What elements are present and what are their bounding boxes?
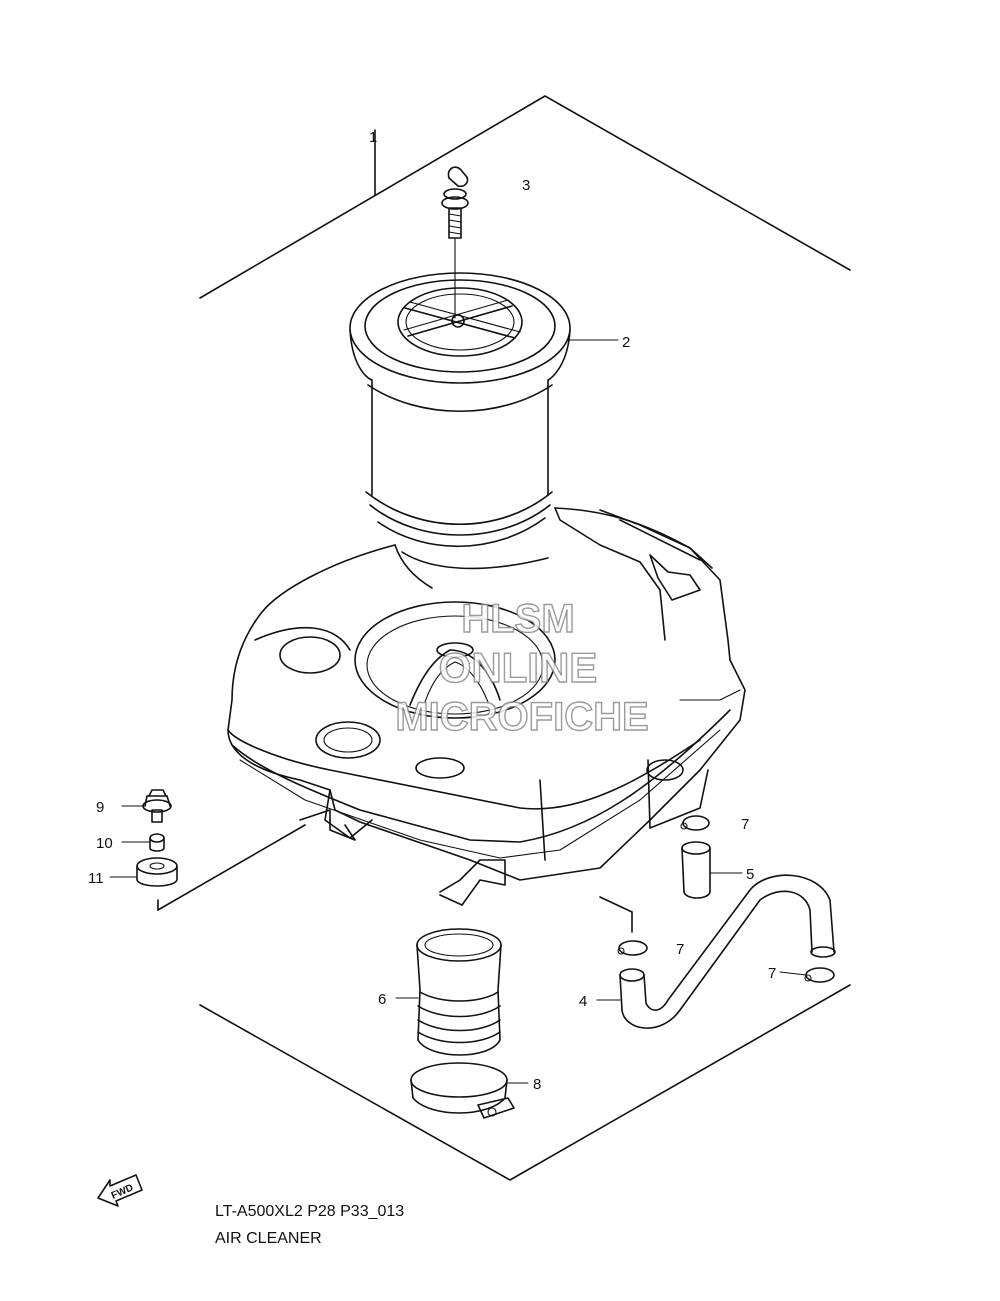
mounting-hardware-parts-9-10-11: [136, 789, 178, 887]
lower-assembly-frame: [157, 824, 851, 1181]
callout-1: 1: [369, 129, 377, 146]
watermark-line-2: ONLINE: [439, 644, 598, 691]
callout-9: 9: [96, 799, 104, 816]
watermark: HLSM ONLINE MICROFICHE: [395, 596, 650, 739]
callout-7-middle: 7: [676, 941, 684, 958]
air-cleaner-box-part-1: [227, 507, 746, 906]
short-hose-part-5: [681, 841, 711, 899]
callout-labels: 1 2 3 4 5 6 7 7 7 8 9 10 11: [88, 129, 776, 1093]
forward-arrow-icon: FWD: [97, 1174, 143, 1207]
outlet-tube-part-6: [416, 928, 502, 1056]
diagram-title: AIR CLEANER: [215, 1230, 322, 1247]
upper-assembly-frame: [199, 95, 851, 299]
wing-bolt-part-3: [441, 166, 469, 319]
air-filter-element-part-2: [349, 272, 571, 548]
callout-4: 4: [579, 993, 587, 1010]
callout-6: 6: [378, 991, 386, 1008]
callout-7-upper: 7: [741, 816, 749, 833]
leader-lines: [109, 339, 807, 1084]
callout-10: 10: [96, 835, 113, 852]
callout-3: 3: [522, 177, 530, 194]
drain-hose-part-4: [619, 874, 836, 1029]
watermark-line-3: MICROFICHE: [395, 695, 648, 739]
callout-11: 11: [88, 870, 104, 887]
callout-2: 2: [622, 334, 630, 351]
watermark-line-1: HLSM: [461, 597, 574, 641]
callout-5: 5: [746, 866, 754, 883]
callout-8: 8: [533, 1076, 541, 1093]
callout-7-lower: 7: [768, 965, 776, 982]
hose-clamp-part-8: [410, 1062, 515, 1119]
diagram-code: LT-A500XL2 P28 P33_013: [215, 1203, 404, 1220]
hose-clips-part-7: [617, 815, 835, 983]
